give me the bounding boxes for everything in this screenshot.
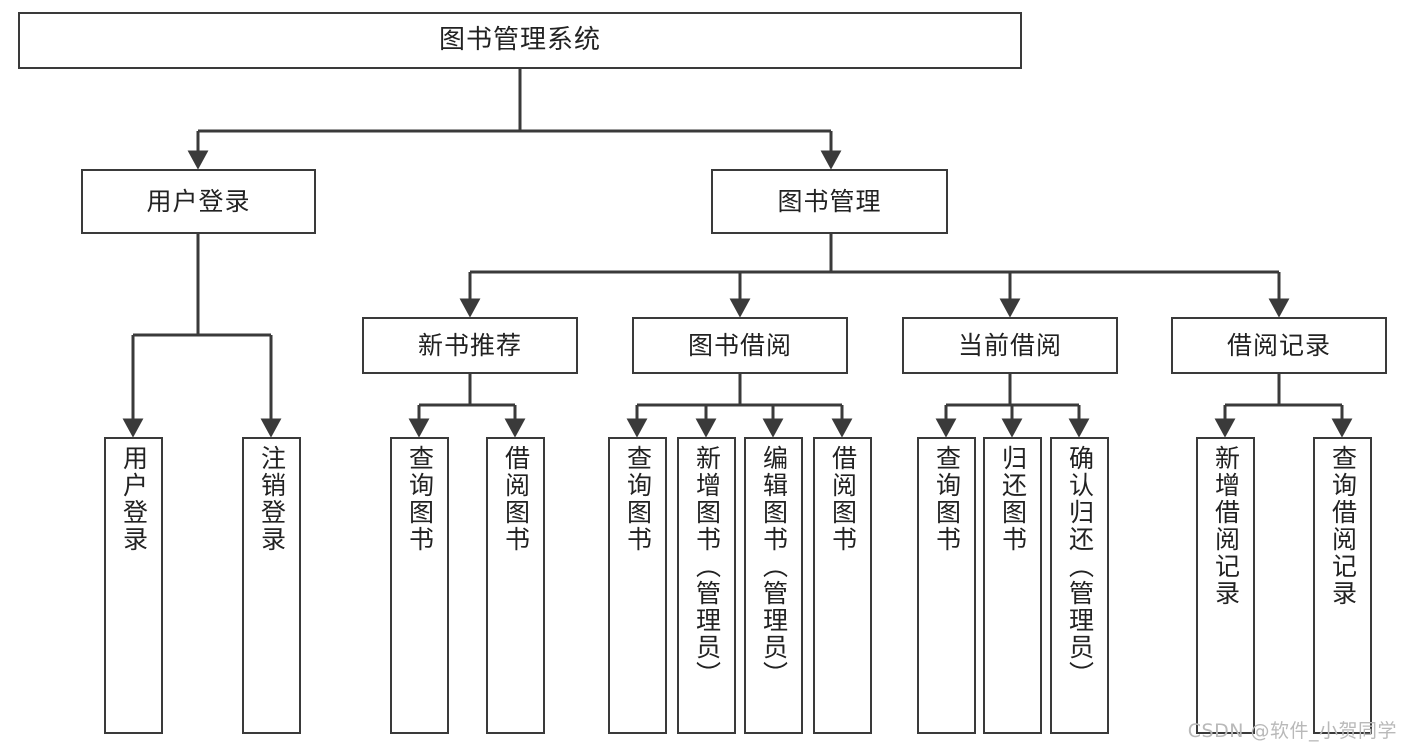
leaf-confirm-return[interactable]: 确认归还（管理员）: [1050, 437, 1109, 734]
leaf-borrow-book-2[interactable]: 借阅图书: [813, 437, 872, 734]
node-book-manage[interactable]: 图书管理: [711, 169, 948, 234]
node-root-label: 图书管理系统: [438, 25, 601, 56]
leaf-user-logout-label: 注销登录: [257, 445, 287, 553]
leaf-query-record-label: 查询借阅记录: [1328, 445, 1358, 607]
leaf-query-book-2[interactable]: 查询图书: [608, 437, 667, 734]
leaf-add-record-label: 新增借阅记录: [1211, 445, 1241, 607]
leaf-user-login[interactable]: 用户登录: [104, 437, 163, 734]
watermark-text: CSDN @软件_小贺同学: [1187, 720, 1397, 742]
leaf-borrow-book-1[interactable]: 借阅图书: [486, 437, 545, 734]
node-borrow-record[interactable]: 借阅记录: [1171, 317, 1387, 374]
leaf-query-record[interactable]: 查询借阅记录: [1313, 437, 1372, 734]
node-book-manage-label: 图书管理: [777, 186, 882, 216]
leaf-borrow-book-1-label: 借阅图书: [501, 445, 531, 553]
leaf-query-book-3[interactable]: 查询图书: [917, 437, 976, 734]
leaf-return-book[interactable]: 归还图书: [983, 437, 1042, 734]
node-borrow-record-label: 借阅记录: [1226, 330, 1331, 360]
leaf-add-book[interactable]: 新增图书（管理员）: [677, 437, 736, 734]
leaf-borrow-book-2-label: 借阅图书: [828, 445, 858, 553]
node-current-borrow-label: 当前借阅: [957, 330, 1062, 360]
leaf-return-book-label: 归还图书: [998, 445, 1028, 553]
leaf-edit-book[interactable]: 编辑图书（管理员）: [744, 437, 803, 734]
node-new-book-recommend-label: 新书推荐: [417, 330, 522, 360]
leaf-add-book-label: 新增图书（管理员）: [692, 445, 722, 688]
node-book-borrow-label: 图书借阅: [687, 330, 792, 360]
leaf-query-book-2-label: 查询图书: [623, 445, 653, 553]
leaf-add-record[interactable]: 新增借阅记录: [1196, 437, 1255, 734]
node-book-borrow[interactable]: 图书借阅: [632, 317, 848, 374]
node-new-book-recommend[interactable]: 新书推荐: [362, 317, 578, 374]
leaf-query-book-1-label: 查询图书: [405, 445, 435, 553]
node-user-login[interactable]: 用户登录: [81, 169, 316, 234]
leaf-query-book-1[interactable]: 查询图书: [390, 437, 449, 734]
leaf-confirm-return-label: 确认归还（管理员）: [1065, 445, 1095, 688]
leaf-user-logout[interactable]: 注销登录: [242, 437, 301, 734]
node-current-borrow[interactable]: 当前借阅: [902, 317, 1118, 374]
leaf-query-book-3-label: 查询图书: [932, 445, 962, 553]
leaf-edit-book-label: 编辑图书（管理员）: [759, 445, 789, 688]
leaf-user-login-label: 用户登录: [119, 445, 149, 553]
node-user-login-label: 用户登录: [146, 186, 251, 216]
node-root[interactable]: 图书管理系统: [18, 12, 1022, 69]
